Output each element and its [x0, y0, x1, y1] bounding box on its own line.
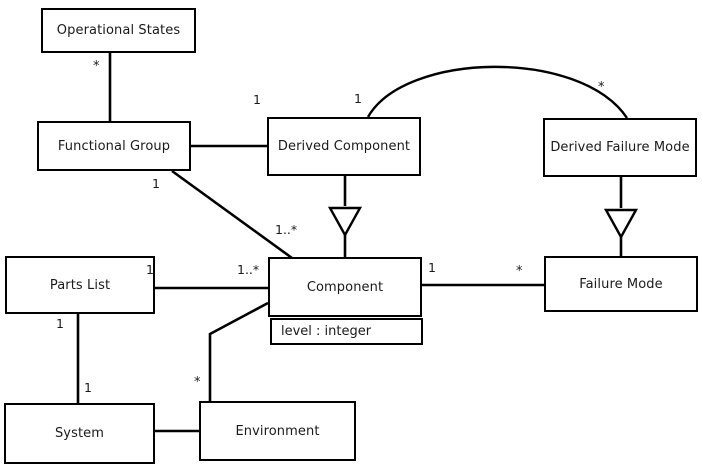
class-box-failure-mode[interactable]: Failure Mode	[544, 256, 698, 312]
generalization-triangle-failuremode	[603, 208, 639, 240]
class-box-derived-failure-mode[interactable]: Derived Failure Mode	[543, 118, 697, 177]
multiplicity-parts-list-bottom: 1	[56, 316, 64, 331]
class-box-parts-list[interactable]: Parts List	[5, 256, 155, 314]
edge-derivedcomponent-derivedfailuremode	[366, 65, 628, 119]
edge-component-environment	[208, 301, 269, 401]
multiplicity-system-top: 1	[84, 380, 92, 395]
class-box-environment[interactable]: Environment	[199, 401, 356, 461]
generalization-triangle-component	[327, 206, 363, 238]
multiplicity-failure-mode-left: *	[516, 264, 523, 279]
class-name-environment: Environment	[235, 423, 320, 439]
class-name-component: Component	[306, 279, 384, 295]
class-name-derived-failure-mode: Derived Failure Mode	[550, 140, 690, 155]
multiplicity-arc-right: *	[598, 80, 605, 95]
multiplicity-component-from-functional-group: 1..*	[275, 222, 298, 237]
class-name-system: System	[54, 425, 105, 441]
class-name-derived-component: Derived Component	[277, 139, 411, 154]
class-box-system[interactable]: System	[4, 403, 155, 464]
attribute-level: level : integer	[281, 324, 372, 339]
class-box-functional-group[interactable]: Functional Group	[37, 121, 191, 171]
multiplicity-component-left: 1..*	[237, 262, 260, 277]
class-name-operational-states: Operational States	[56, 23, 181, 38]
multiplicity-parts-list-right: 1	[146, 262, 154, 277]
class-box-operational-states[interactable]: Operational States	[41, 8, 196, 53]
class-box-component[interactable]: Component	[268, 257, 422, 317]
multiplicity-derived-component-left: 1	[253, 92, 261, 107]
multiplicity-arc-left: 1	[354, 91, 362, 106]
class-name-failure-mode: Failure Mode	[579, 276, 663, 292]
multiplicity-operational-states: *	[93, 59, 100, 74]
edge-functionalgroup-component	[171, 169, 293, 260]
multiplicity-functional-group-component: 1	[152, 176, 160, 191]
class-box-derived-component[interactable]: Derived Component	[267, 117, 421, 176]
multiplicity-component-right: 1	[428, 260, 436, 275]
class-name-functional-group: Functional Group	[57, 138, 171, 154]
multiplicity-environment-top: *	[194, 375, 201, 390]
class-attributes-component[interactable]: level : integer	[270, 318, 423, 345]
class-name-parts-list: Parts List	[49, 277, 111, 293]
